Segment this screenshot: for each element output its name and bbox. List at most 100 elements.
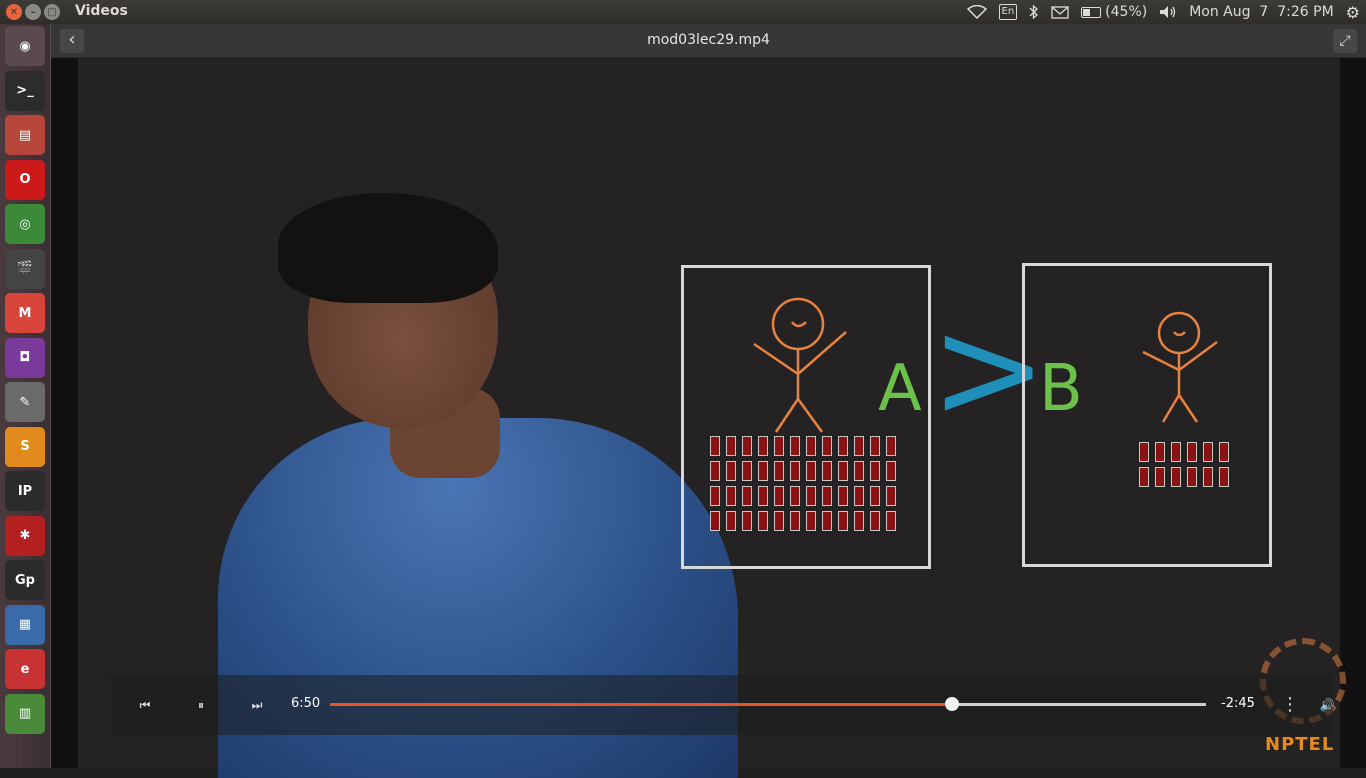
video-area[interactable]: A > B NPTEL ⏮ [51,58,1366,778]
launcher-text-editor[interactable]: ✎ [5,382,45,422]
resource-a-block [838,461,848,481]
presenter-hair [278,193,498,303]
launcher-writer[interactable]: ▦ [5,604,45,645]
resource-b-block [1155,442,1165,462]
launcher-archive[interactable]: ▥ [5,693,45,734]
seek-handle[interactable] [944,697,959,711]
resource-a-block [822,486,832,506]
close-button[interactable]: ✕ [6,4,22,20]
label-a: A [878,352,922,426]
launcher-gp-app[interactable]: Gp [5,560,45,600]
launcher-files[interactable]: ▤ [5,115,45,155]
diagram-box-a: A [681,265,931,569]
fullscreen-button[interactable]: ⤢ [1333,29,1357,53]
playback-controls: ⏮ ⏸ ⏭ 6:50 -2:45 ⋮ 🔊 [111,675,1334,735]
label-b: B [1039,352,1083,426]
resource-a-block [870,486,880,506]
launcher-ubuntu-dash[interactable]: ◉ [5,26,45,66]
resource-a-block [822,436,832,456]
battery-percent: (45%) [1105,4,1148,20]
video-title: mod03lec29.mp4 [647,32,770,48]
resource-a-block [726,436,736,456]
resource-blocks-a [710,436,896,531]
wifi-icon[interactable] [966,5,987,19]
back-button[interactable]: ‹ [60,29,84,53]
launcher-terminal[interactable]: >_ [5,70,45,111]
resource-a-block [742,486,752,506]
launcher-gmail[interactable]: M [5,293,45,333]
resource-b-block [1203,467,1213,487]
resource-a-block [710,511,720,531]
bluetooth-icon[interactable] [1029,4,1039,20]
resource-b-block [1139,467,1149,487]
header-bar: ‹ mod03lec29.mp4 ⤢ [51,24,1366,58]
next-button[interactable]: ⏭ [251,698,263,712]
launcher-pdf-viewer[interactable]: e [5,649,45,689]
resource-a-block [758,486,768,506]
seek-bar-progress [330,703,952,706]
top-panel: ✕ – □ Videos En (45%) Mon Aug 7 7:26 PM … [0,0,1366,24]
stick-figure-b [1142,311,1218,423]
launcher-webcam[interactable]: ◘ [5,337,45,378]
keyboard-layout-indicator[interactable]: En [998,4,1018,20]
volume-icon[interactable] [1159,5,1177,19]
app-title: Videos [75,3,128,19]
resource-a-block [838,511,848,531]
indicator-area: En (45%) Mon Aug 7 7:26 PM ⚙ [961,0,1366,24]
launcher-ipython[interactable]: IP [5,471,45,511]
resource-a-block [854,486,864,506]
resource-a-block [806,486,816,506]
resource-a-block [854,461,864,481]
nptel-watermark: NPTEL [1265,734,1335,755]
resource-a-block [870,436,880,456]
resource-a-block [806,436,816,456]
clock[interactable]: Mon Aug 7 7:26 PM [1189,4,1334,20]
resource-b-block [1155,467,1165,487]
resource-b-block [1171,467,1181,487]
resource-b-block [1187,467,1197,487]
resource-a-block [854,511,864,531]
resource-a-block [710,461,720,481]
battery-indicator[interactable]: (45%) [1081,4,1147,20]
previous-button[interactable]: ⏮ [139,698,151,712]
volume-button[interactable]: 🔊 [1319,698,1335,712]
pause-button[interactable]: ⏸ [197,698,204,712]
maximize-button[interactable]: □ [44,4,60,20]
launcher-chrome[interactable]: ◎ [5,204,45,244]
keyboard-layout-label: En [998,4,1018,20]
resource-a-block [822,511,832,531]
resource-a-block [758,511,768,531]
diagram-box-b: B [1022,263,1272,567]
resource-a-block [790,511,800,531]
launcher-opera[interactable]: O [5,159,45,200]
resource-a-block [886,436,896,456]
minimize-button[interactable]: – [25,4,41,20]
resource-a-block [854,436,864,456]
resource-b-block [1187,442,1197,462]
launcher-sublime[interactable]: S [5,426,45,467]
resource-a-block [886,511,896,531]
menu-button[interactable]: ⋮ [1281,694,1299,715]
resource-b-block [1171,442,1181,462]
video-frame[interactable]: A > B NPTEL ⏮ [78,58,1346,778]
window-buttons: ✕ – □ [6,4,60,20]
resource-a-block [774,511,784,531]
launcher-network-app[interactable]: ✱ [5,515,45,556]
resource-a-block [870,461,880,481]
resource-a-block [726,461,736,481]
gear-icon[interactable]: ⚙ [1345,2,1360,22]
seek-bar[interactable] [330,697,1206,711]
battery-icon [1081,6,1102,18]
resource-a-block [886,486,896,506]
resource-a-block [742,511,752,531]
resource-a-block [790,486,800,506]
resource-a-block [838,436,848,456]
mail-icon[interactable] [1051,5,1069,19]
resource-a-block [806,511,816,531]
launcher-video-editor[interactable]: 🎬 [5,248,45,289]
resource-a-block [838,486,848,506]
resource-a-block [870,511,880,531]
resource-b-block [1203,442,1213,462]
resource-a-block [726,511,736,531]
